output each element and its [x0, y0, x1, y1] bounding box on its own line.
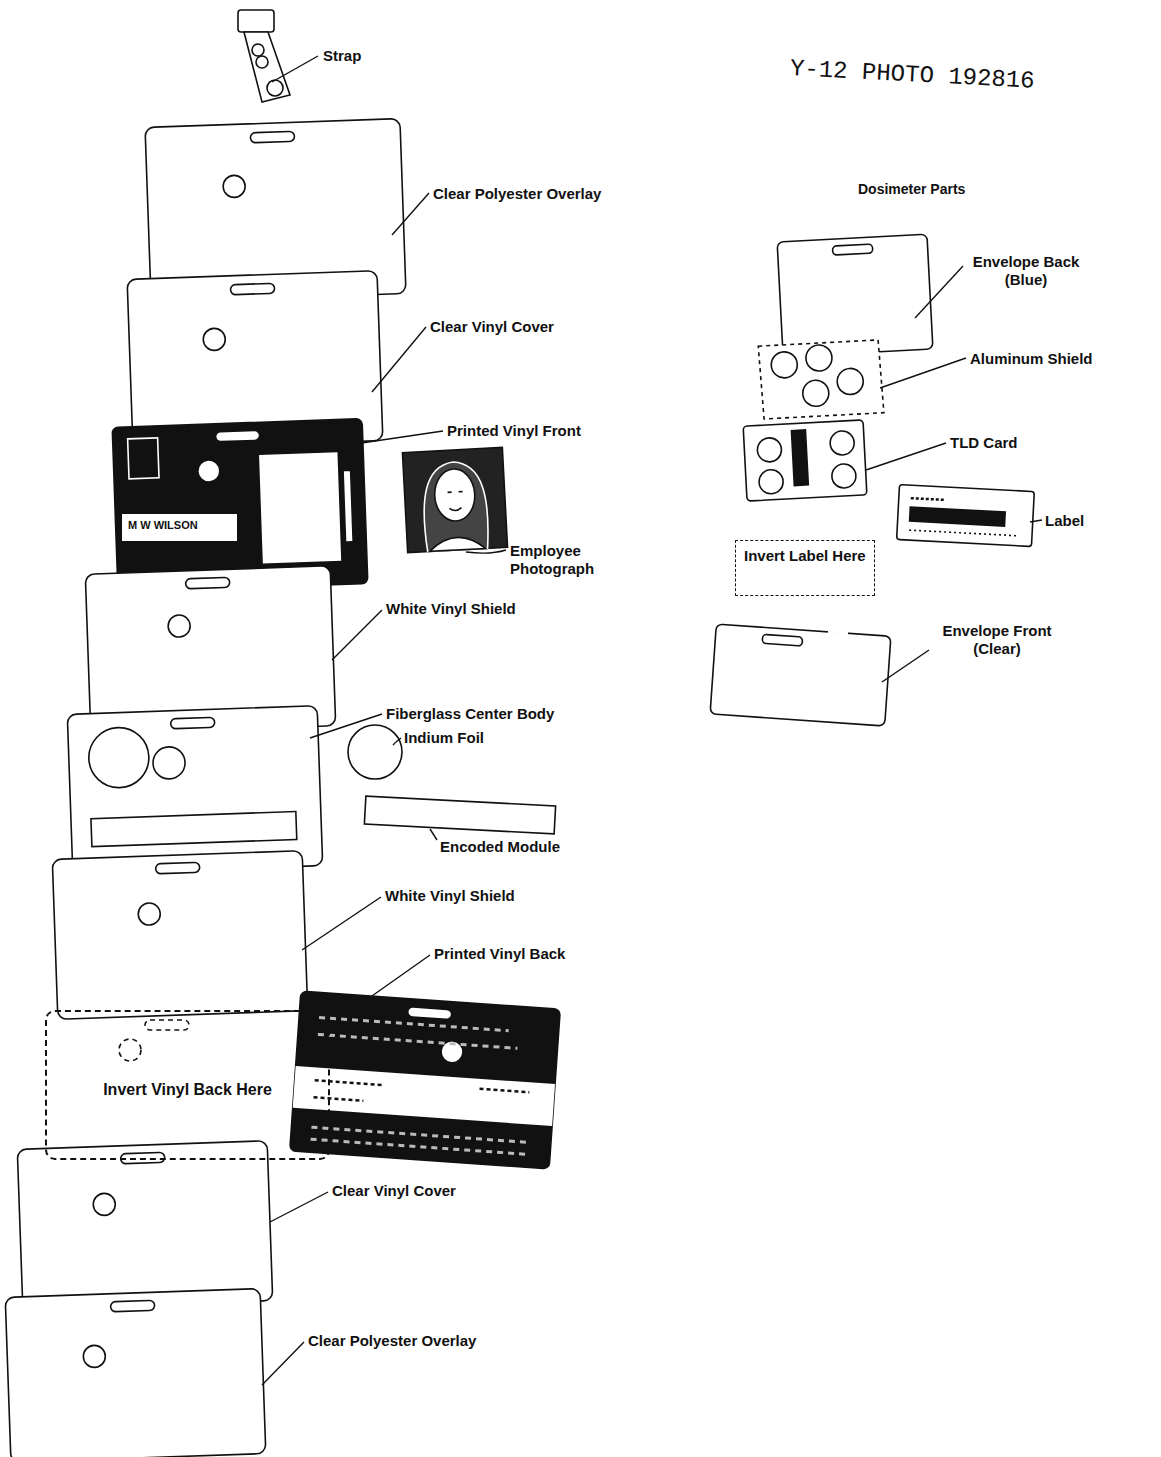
printed-card — [112, 419, 368, 593]
dashed-outline-parts — [119, 1020, 189, 1061]
part-label: TLD Card — [950, 434, 1018, 452]
encoded-module — [364, 796, 555, 834]
card — [5, 1289, 266, 1457]
invert-outline: Invert Label Here — [735, 540, 875, 596]
leader-lines — [262, 56, 1042, 1385]
photo-number: Y-12 PHOTO 192816 — [789, 55, 1035, 96]
name-band: M W WILSON — [122, 514, 237, 541]
envelope — [710, 624, 891, 726]
tld-card — [743, 420, 867, 501]
part-label: Indium Foil — [404, 729, 484, 747]
center-body — [67, 706, 322, 875]
part-label: Printed Vinyl Front — [447, 422, 581, 440]
part-label: White Vinyl Shield — [385, 887, 515, 905]
envelope — [777, 234, 933, 357]
node-text: Invert Vinyl Back Here — [59, 1080, 316, 1100]
part-label: Envelope Front (Clear) — [932, 622, 1062, 658]
strap — [238, 10, 290, 102]
part-label: Aluminum Shield — [970, 350, 1093, 368]
photograph — [402, 447, 507, 552]
part-label: Clear Vinyl Cover — [332, 1182, 456, 1200]
card — [17, 1141, 272, 1310]
part-label: Envelope Back (Blue) — [965, 253, 1087, 289]
card — [52, 851, 307, 1020]
part-label: Strap — [323, 47, 361, 65]
aluminum-shield — [758, 340, 884, 419]
part-label: Dosimeter Parts — [858, 180, 965, 198]
part-label: Clear Polyester Overlay — [308, 1332, 476, 1350]
node-text: Invert Label Here — [744, 547, 866, 564]
part-label: Employee Photograph — [510, 542, 610, 578]
indium-foil — [348, 725, 402, 779]
part-label: Fiberglass Center Body — [386, 705, 554, 723]
invert-outline: Invert Vinyl Back Here — [45, 1010, 330, 1160]
part-label: Clear Polyester Overlay — [433, 185, 601, 203]
part-label: White Vinyl Shield — [386, 600, 516, 618]
part-label: Clear Vinyl Cover — [430, 318, 554, 336]
part-label: Printed Vinyl Back — [434, 945, 565, 963]
part-label: Encoded Module — [440, 838, 560, 856]
part-label: Label — [1045, 512, 1084, 530]
label-card — [897, 485, 1035, 547]
printed-card — [290, 991, 561, 1169]
node-text: M W WILSON — [128, 518, 231, 533]
